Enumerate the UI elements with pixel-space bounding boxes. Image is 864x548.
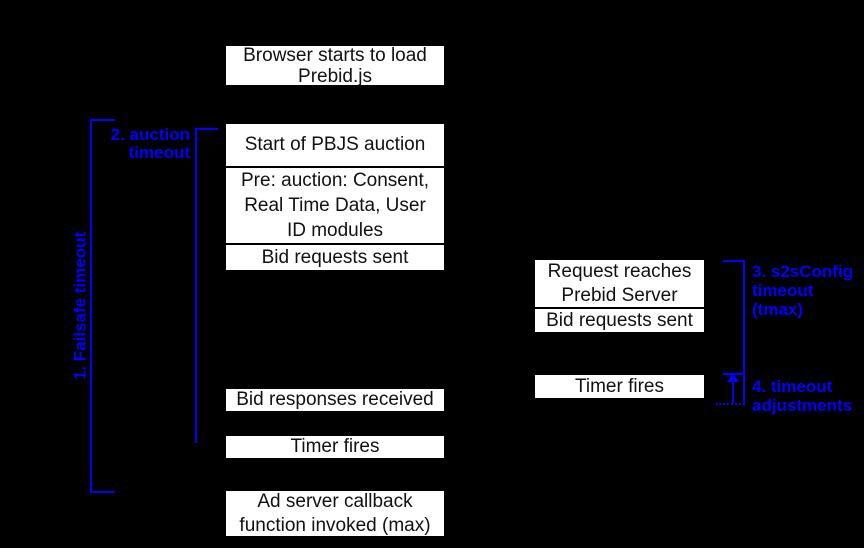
step-ad-server-callback: Ad server callback function invoked (max…: [224, 489, 446, 538]
failsafe-timeout-bracket: [90, 119, 115, 493]
step-pre-auction-modules: Pre: auction: Consent, Real Time Data, U…: [224, 166, 446, 245]
failsafe-timeout-label: 1. Failsafe timeout: [70, 231, 90, 381]
step-bid-responses-received: Bid responses received: [224, 387, 446, 413]
auction-timeout-label: 2. auction timeout: [110, 125, 190, 162]
step-request-reaches-prebid-server: Request reaches Prebid Server: [533, 258, 706, 309]
auction-timeout-bracket: [195, 128, 218, 443]
step-server-bid-requests-sent: Bid requests sent: [533, 307, 706, 334]
timeout-adjustment-arrowhead-icon: [727, 373, 739, 382]
timeout-adjustments-label: 4. timeout adjustments: [752, 377, 853, 415]
step-timer-fires: Timer fires: [224, 434, 446, 460]
s2s-bracket-extension-line: [743, 373, 745, 405]
timeout-adjustment-arrow: [732, 381, 734, 403]
step-browser-loads-prebid: Browser starts to load Prebid.js: [224, 44, 446, 87]
timeout-adjustment-dotted-line: [716, 403, 745, 405]
step-bid-requests-sent: Bid requests sent: [224, 243, 446, 272]
step-server-timer-fires: Timer fires: [533, 373, 706, 400]
step-start-of-pbjs-auction: Start of PBJS auction: [224, 122, 446, 168]
s2s-timeout-bracket: [723, 260, 745, 375]
s2s-timeout-label: 3. s2sConfig timeout (tmax): [752, 262, 854, 319]
